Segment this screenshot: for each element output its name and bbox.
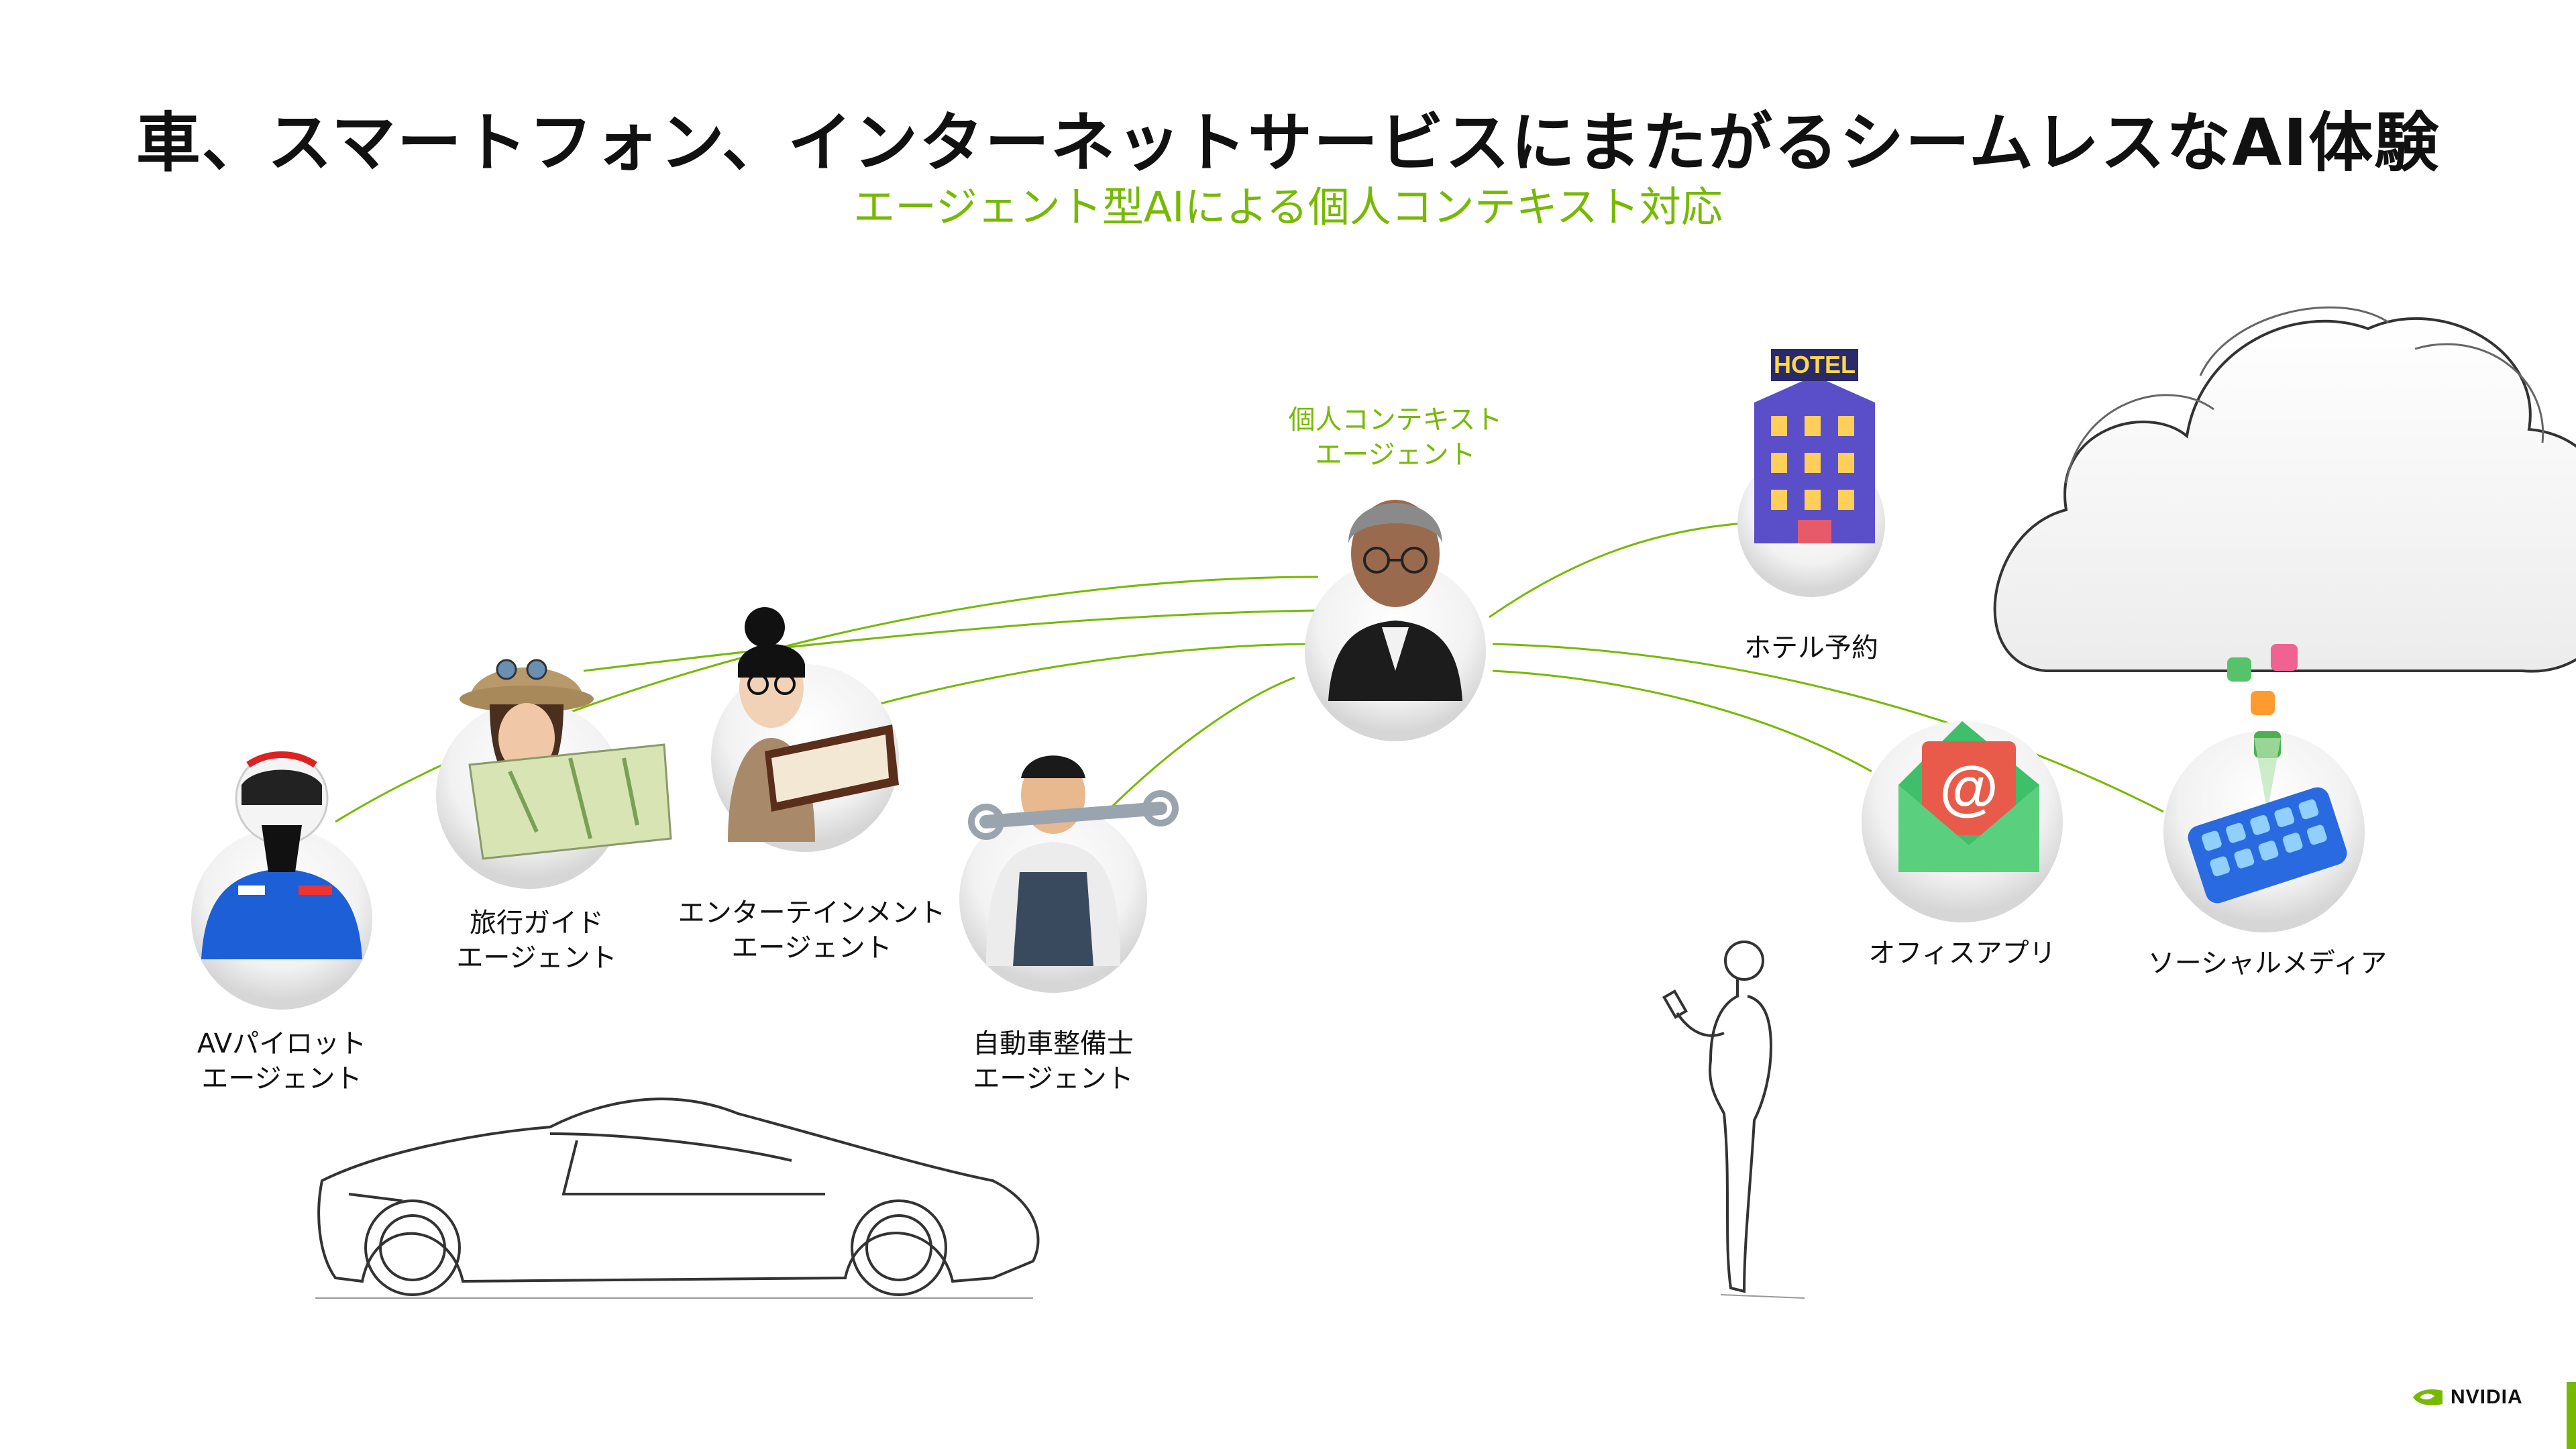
hotel-label: ホテル予約 [1744, 633, 1878, 663]
av-pilot-label: AVパイロット エージェント [148, 1026, 416, 1096]
mechanic-label-line1: 自動車整備士 [973, 1028, 1134, 1059]
svg-text:HOTEL: HOTEL [1774, 351, 1856, 378]
page-subtitle: エージェント型AIによる個人コンテキスト対応 [853, 182, 1723, 231]
social-label: ソーシャルメディア [2147, 948, 2387, 979]
mechanic-node[interactable] [959, 755, 1179, 993]
center-agent-label: 個人コンテキスト エージェント [1261, 402, 1529, 472]
connector-travel-guide [583, 609, 1319, 672]
travel-guide-label: 旅行ガイド エージェント [402, 906, 671, 975]
center-agent-label-line1: 個人コンテキスト [1288, 405, 1503, 435]
hotel-building-icon: HOTEL [1754, 349, 1875, 543]
entertainment-node[interactable] [711, 607, 899, 852]
center-agent-label-line2: エージェント [1315, 439, 1476, 470]
mechanic-label-line2: エージェント [973, 1063, 1134, 1094]
racing-driver-icon [201, 751, 362, 959]
entertainment-label-line2: エージェント [731, 932, 892, 963]
mechanic-label: 自動車整備士 エージェント [919, 1026, 1187, 1096]
reader-book-icon [728, 607, 899, 842]
accent-bar [2567, 1382, 2576, 1449]
travel-guide-label-line1: 旅行ガイド [470, 908, 604, 938]
person-with-phone-sketch-icon [1662, 941, 1805, 1299]
travel-guide-label-line2: エージェント [456, 943, 617, 973]
nvidia-wordmark: NVIDIA [2451, 1386, 2523, 1408]
connector-mechanic [1106, 676, 1295, 813]
av-pilot-label-line1: AVパイロット [197, 1028, 367, 1059]
mechanic-wrench-icon [968, 755, 1179, 966]
center-agent-node[interactable] [1305, 500, 1486, 741]
entertainment-label-line1: エンターテインメント [678, 898, 946, 928]
nvidia-eye-icon [2413, 1389, 2443, 1405]
office-node[interactable]: @ [1862, 721, 2063, 922]
page-title: 車、スマートフォン、インターネットサービスにまたがるシームレスなAI体験 [136, 105, 2440, 180]
person-avatar-icon [1328, 500, 1462, 701]
explorer-map-icon [460, 659, 672, 860]
connector-social [1492, 643, 2164, 813]
travel-guide-node[interactable] [436, 659, 672, 889]
social-node[interactable] [2163, 644, 2365, 932]
connector-office [1492, 669, 1872, 773]
av-pilot-label-line2: エージェント [201, 1063, 362, 1094]
office-label: オフィスアプリ [1868, 938, 2056, 969]
email-envelope-icon: @ [1898, 721, 2039, 872]
svg-text:@: @ [1939, 755, 1998, 822]
cloud-icon [1993, 306, 2576, 673]
connector-hotel [1489, 522, 1745, 619]
hotel-node[interactable]: HOTEL [1737, 349, 1885, 597]
av-pilot-node[interactable] [191, 751, 372, 1010]
entertainment-label: エンターテインメント エージェント [644, 896, 979, 965]
car-sketch-icon [315, 1097, 1040, 1299]
nvidia-logo: NVIDIA [2412, 1386, 2523, 1409]
smartphone-apps-icon [2188, 644, 2347, 904]
